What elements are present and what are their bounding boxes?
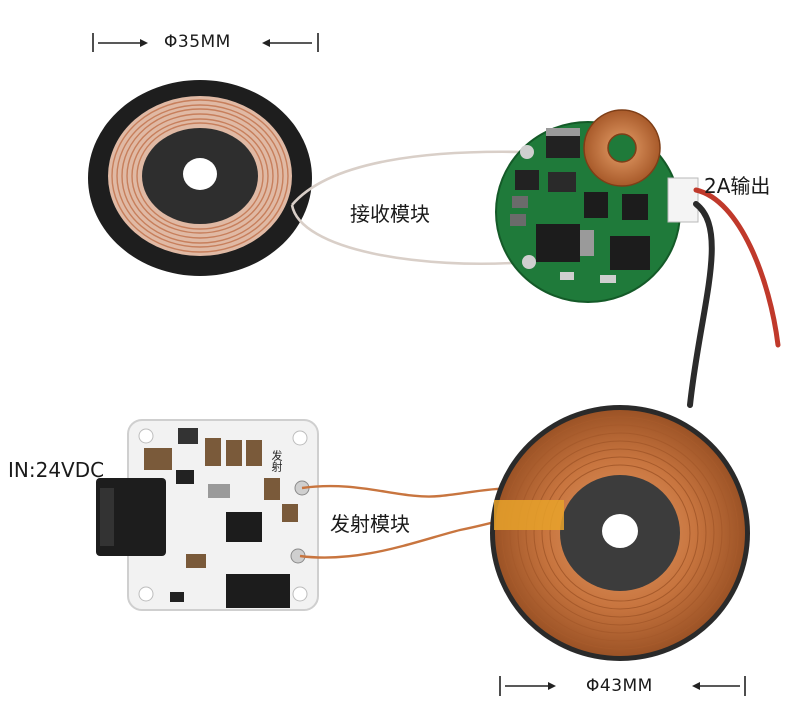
arrow-right-icon: [505, 682, 556, 690]
tx-diameter-label: Φ43MM: [586, 676, 653, 696]
transmitter-board: [96, 419, 319, 611]
arrow-left-icon: [692, 682, 740, 690]
receiver-module-label: 接收模块: [350, 202, 430, 226]
output-wires: [687, 187, 781, 408]
input-label: IN:24VDC: [8, 458, 105, 482]
arrow-right-icon: [98, 39, 148, 47]
output-label: 2A输出: [704, 174, 771, 198]
rx-diameter-label: Φ35MM: [164, 32, 231, 52]
tx-board-silkscreen: 发射: [270, 450, 283, 472]
rx-dimension-marker: [92, 33, 319, 52]
transmitter-module-label: 发射模块: [330, 512, 410, 536]
transmitter-coil: [490, 405, 750, 661]
receiver-board: [495, 109, 699, 303]
receiver-coil-leads: [290, 150, 529, 265]
receiver-coil: [88, 80, 312, 276]
tx-dimension-marker: [499, 676, 746, 696]
arrow-left-icon: [262, 39, 312, 47]
